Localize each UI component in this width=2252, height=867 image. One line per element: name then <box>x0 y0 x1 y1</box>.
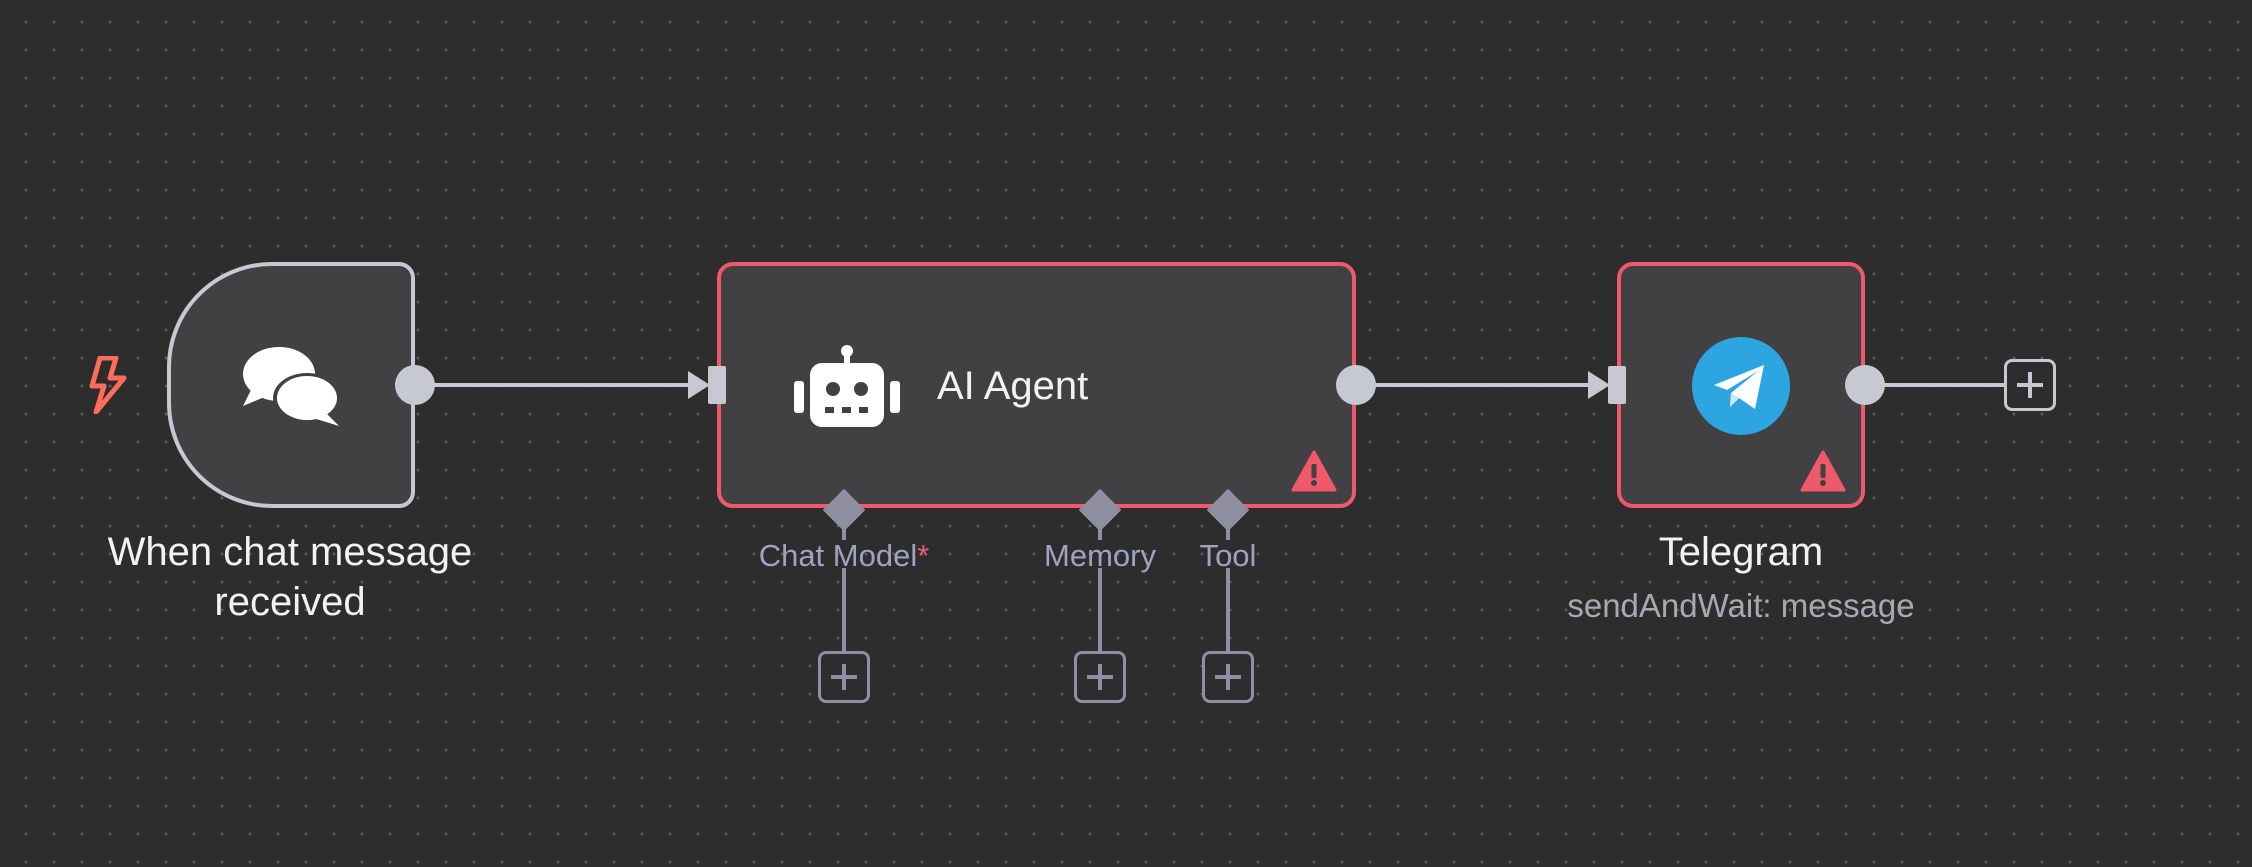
add-node-button[interactable] <box>2004 359 2056 411</box>
trigger-node-label: When chat message received <box>90 527 490 627</box>
connection-agent-to-telegram[interactable] <box>1356 371 1610 399</box>
chat-bubbles-icon <box>239 344 345 428</box>
lightning-bolt-icon <box>88 355 128 415</box>
trigger-label-line2: received <box>214 580 366 624</box>
ai-agent-title: AI Agent <box>937 364 1089 408</box>
add-memory-button[interactable] <box>1074 651 1126 703</box>
agent-input-handle[interactable] <box>708 366 726 404</box>
warning-triangle-icon[interactable] <box>1291 450 1337 492</box>
memory-port-label: Memory <box>1020 538 1180 574</box>
chat-model-port-label: Chat Model* <box>744 538 944 574</box>
add-tool-button[interactable] <box>1202 651 1254 703</box>
add-chat-model-button[interactable] <box>818 651 870 703</box>
agent-output-handle[interactable] <box>1336 365 1376 405</box>
trigger-output-handle[interactable] <box>395 365 435 405</box>
required-marker: * <box>917 538 930 573</box>
connection-trigger-to-agent[interactable] <box>415 371 710 399</box>
warning-triangle-icon[interactable] <box>1800 450 1846 492</box>
tool-label-text: Tool <box>1199 538 1257 573</box>
chat-model-label-text: Chat Model <box>758 538 918 573</box>
telegram-node-label: Telegram <box>1658 530 1824 574</box>
chat-trigger-node[interactable] <box>167 262 415 508</box>
telegram-node-subtitle: sendAndWait: message <box>1567 587 1915 624</box>
telegram-output-handle[interactable] <box>1845 365 1885 405</box>
robot-icon <box>794 345 900 427</box>
trigger-label-line1: When chat message <box>107 530 473 574</box>
telegram-icon <box>1692 337 1790 435</box>
memory-label-text: Memory <box>1044 538 1156 573</box>
tool-port-label: Tool <box>1168 538 1288 574</box>
telegram-input-handle[interactable] <box>1608 366 1626 404</box>
